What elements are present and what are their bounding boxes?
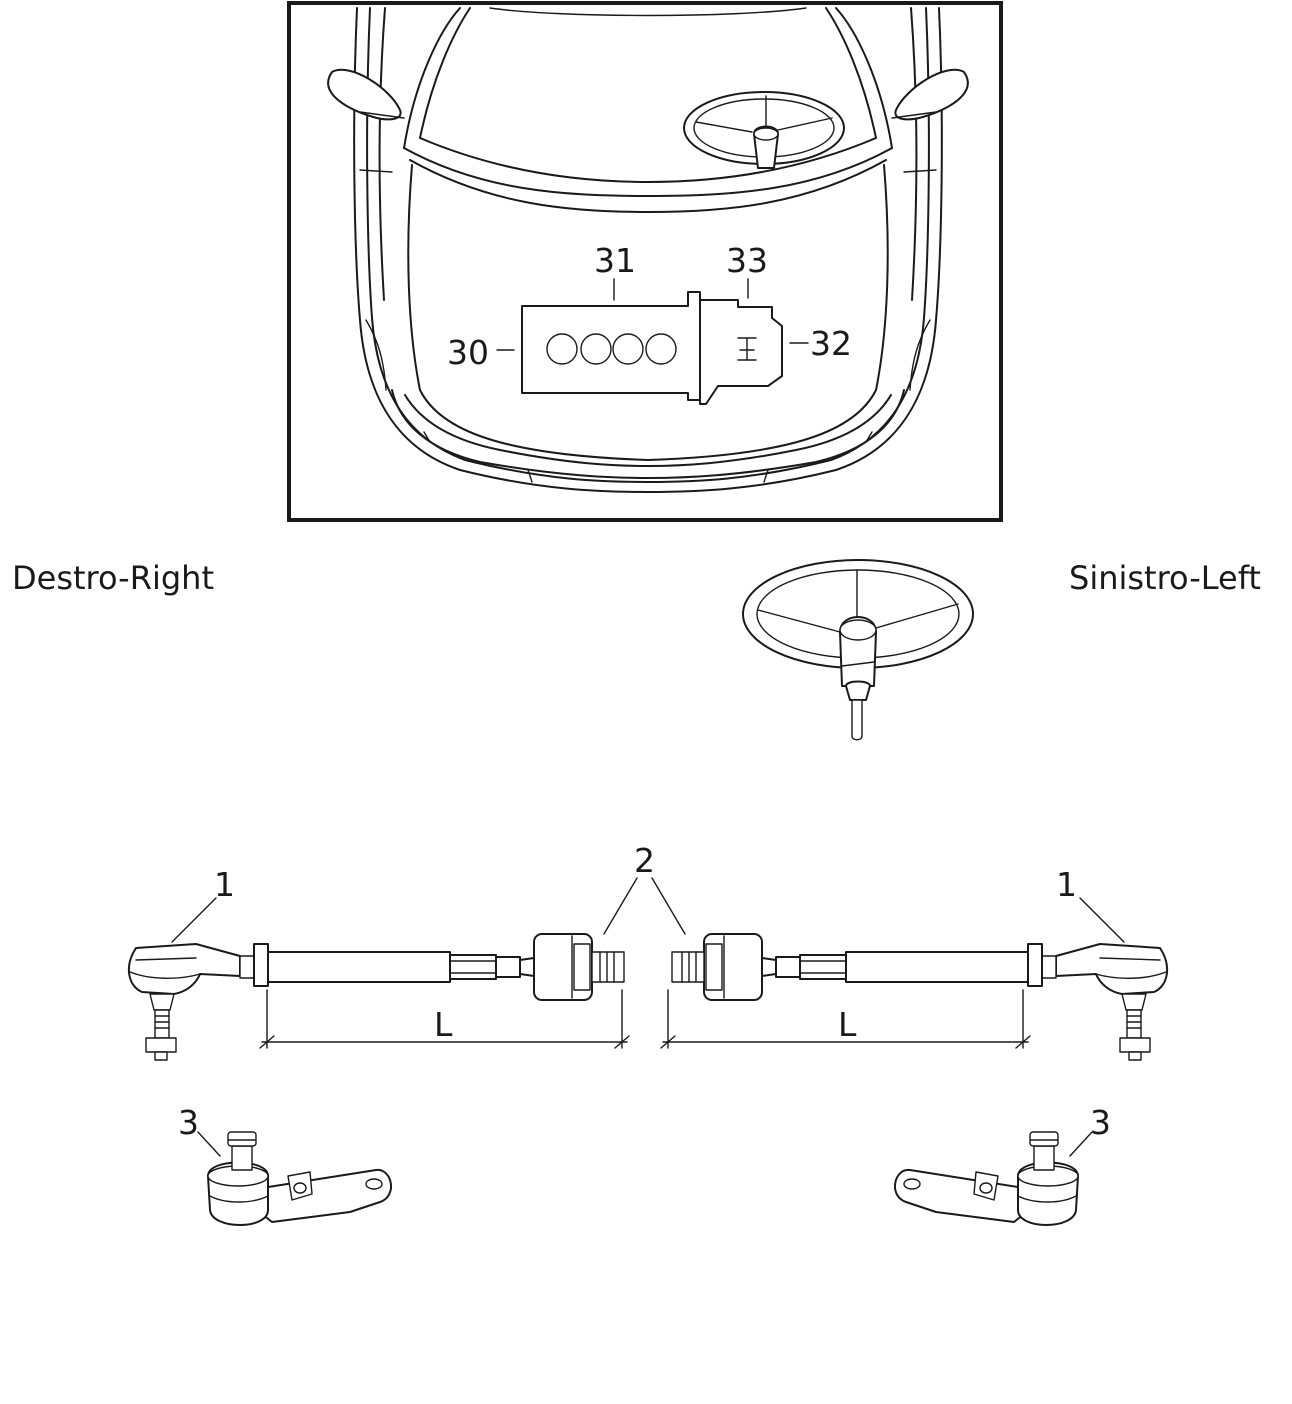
dimension-line-left [660, 989, 1031, 1049]
label-destro-right: Destro-Right [12, 559, 214, 597]
lock-nut-right [253, 943, 269, 987]
tie-rod-end-left [1041, 943, 1169, 1061]
connector-pin-icon [737, 337, 757, 361]
ball-joint-left [894, 1131, 1079, 1226]
parts-callout-leaders-bottom [197, 1131, 1093, 1157]
vehicle-top-view-inset: 31 33 30 32 [287, 1, 1003, 522]
callout-32: 32 [810, 324, 852, 363]
inner-joint-right [533, 933, 625, 1001]
mirror-right-icon [327, 69, 405, 121]
left-tie-rod-assembly [671, 933, 1169, 1061]
relay-box-assembly [521, 291, 783, 405]
lock-nut-left [1027, 943, 1043, 987]
dimension-label-right: L [434, 1005, 453, 1044]
callout-31: 31 [594, 241, 636, 280]
parts-callout-leaders-top [171, 877, 1125, 943]
callout-3-right: 3 [178, 1103, 199, 1142]
mirror-left-icon [891, 69, 969, 121]
inset-frame [287, 1, 1003, 522]
steering-wheel-icon [742, 559, 974, 741]
label-sinistro-left: Sinistro-Left [1069, 559, 1261, 597]
vehicle-callout-leaders [496, 278, 809, 351]
callout-30: 30 [447, 333, 489, 372]
car-body-outline [353, 7, 943, 493]
inset-steering-wheel-icon [683, 91, 845, 169]
callout-3-left: 3 [1090, 1103, 1111, 1142]
callout-1-left: 1 [1056, 865, 1077, 904]
dimension-line-right [259, 989, 630, 1049]
dimension-label-left: L [838, 1005, 857, 1044]
callout-33: 33 [726, 241, 768, 280]
inner-joint-left [671, 933, 763, 1001]
callout-1-right: 1 [214, 865, 235, 904]
right-tie-rod-assembly [127, 933, 625, 1061]
ball-joint-right [207, 1131, 392, 1226]
tie-rod-end-right [127, 943, 255, 1061]
callout-2: 2 [634, 841, 655, 880]
rod-tube-right [267, 951, 451, 983]
rod-tube-left [845, 951, 1029, 983]
